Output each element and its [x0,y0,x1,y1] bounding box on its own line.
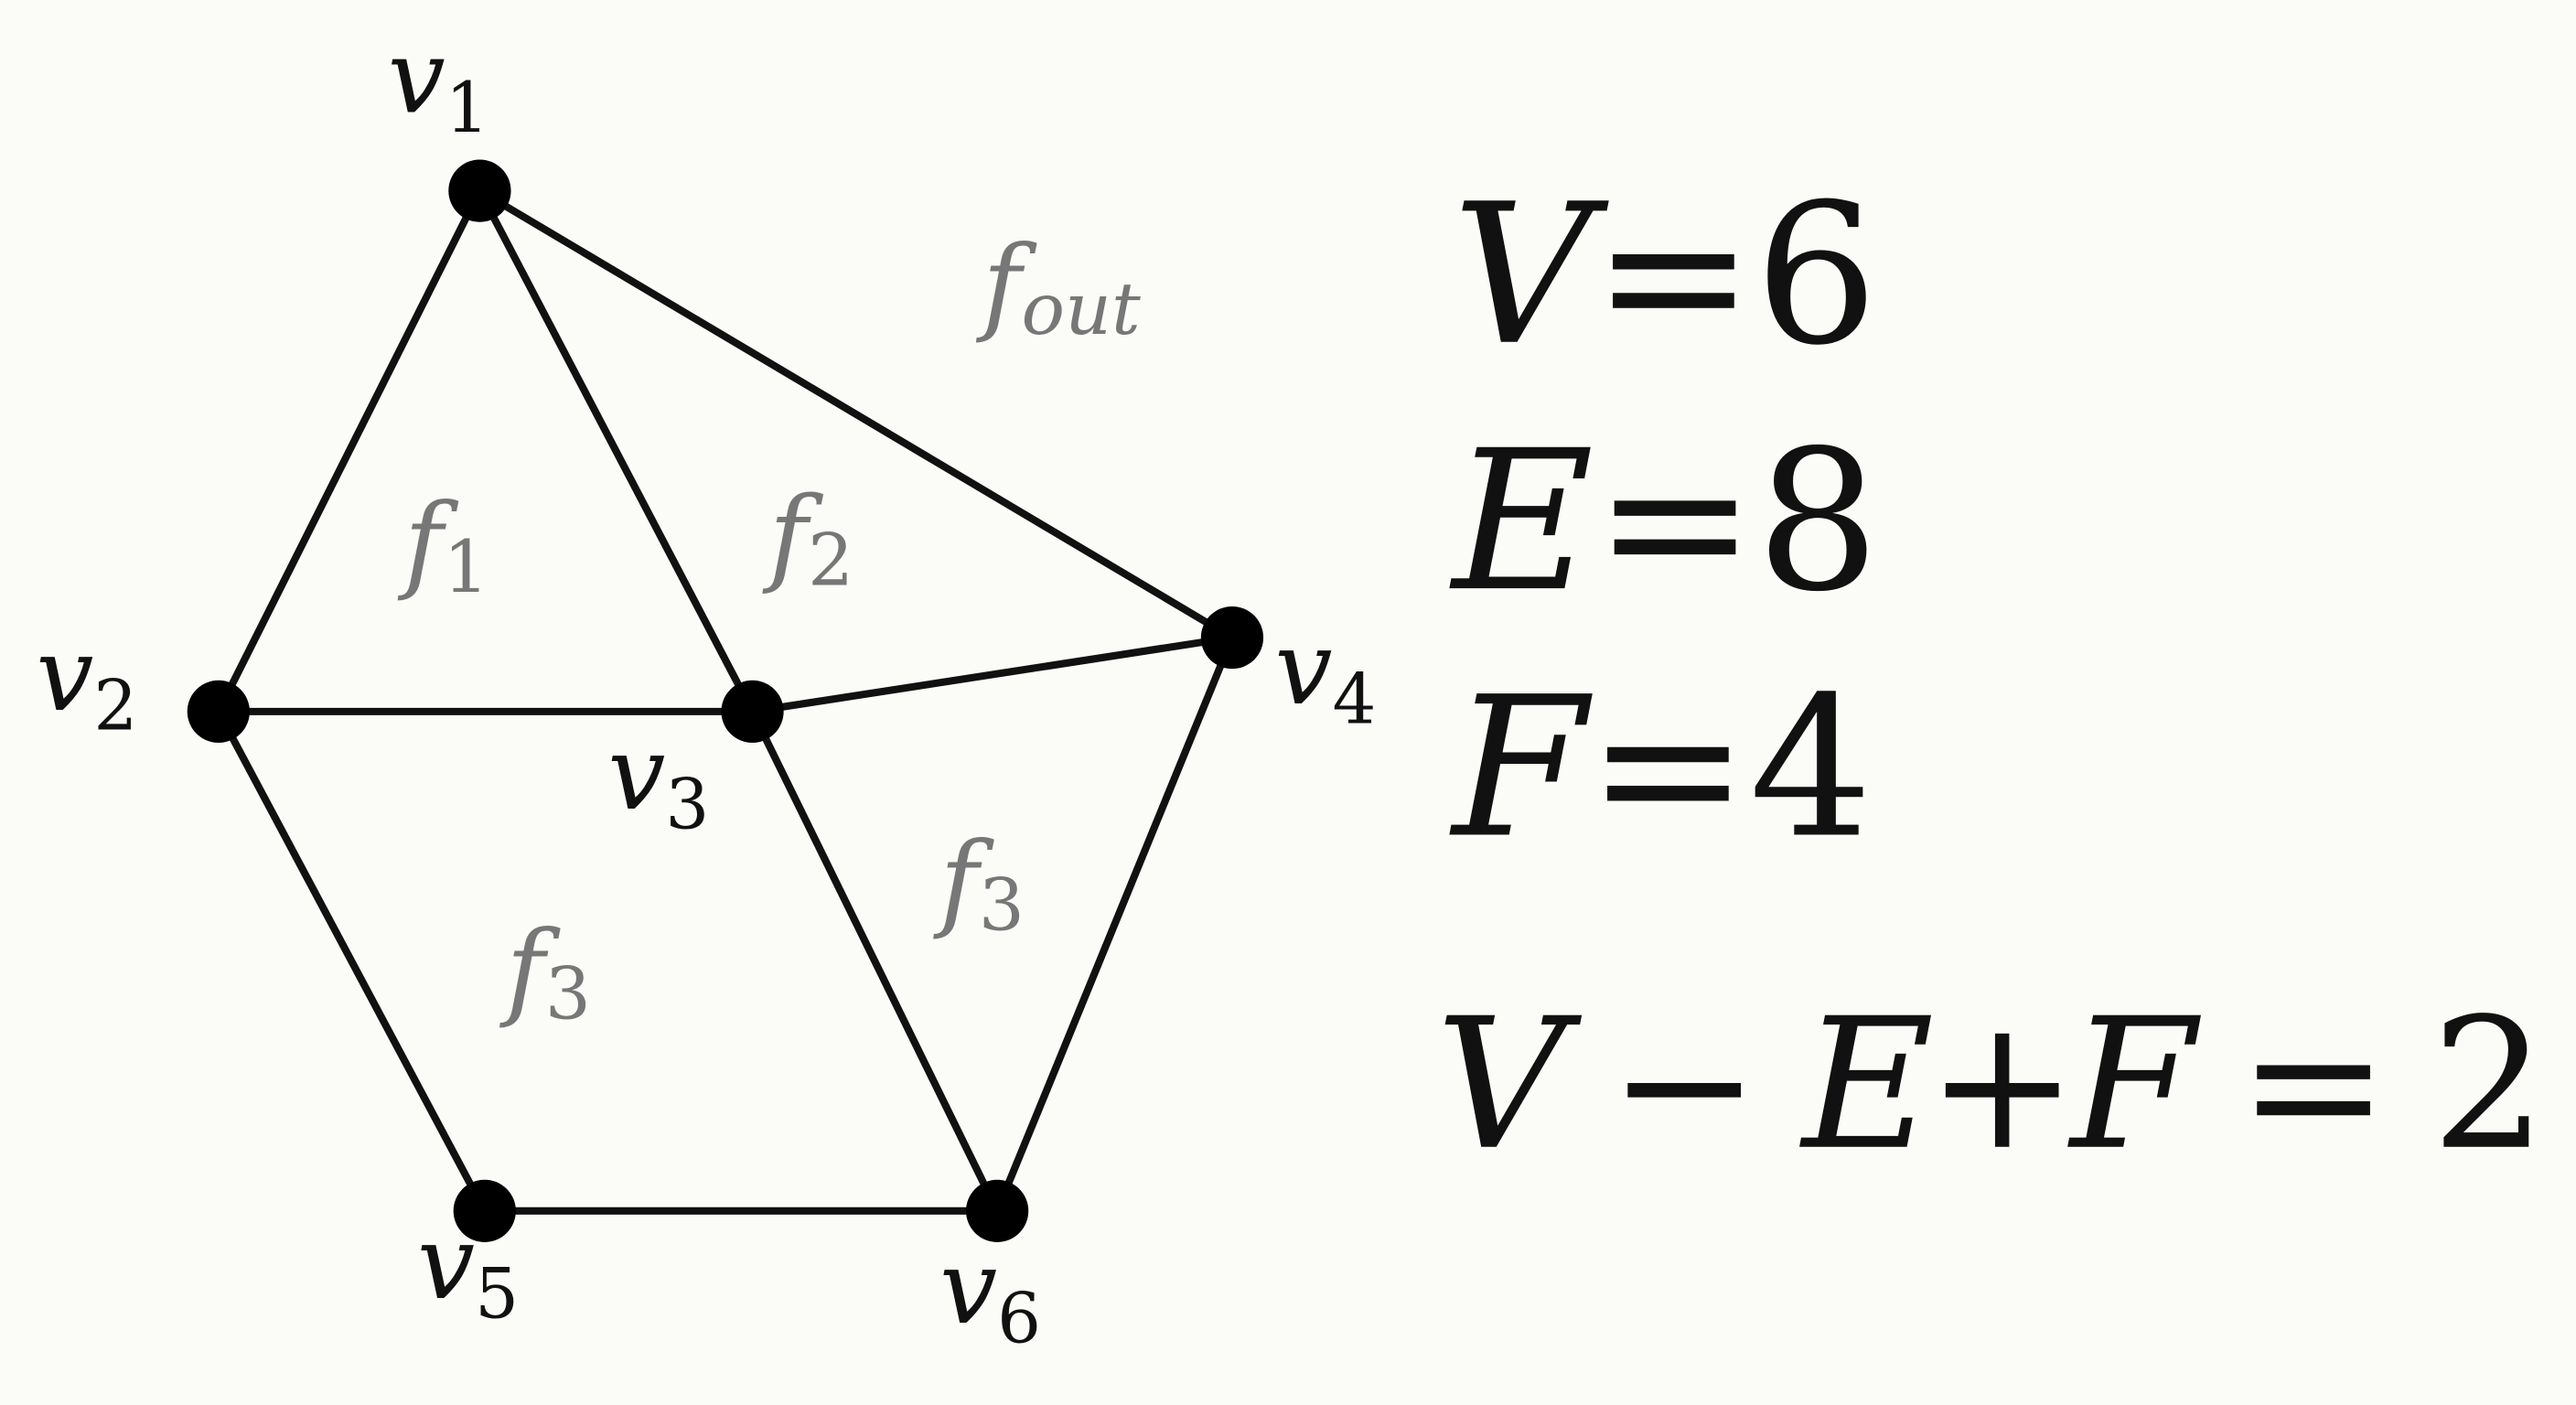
face-label-f1: f1 [397,481,489,608]
vertex-label-v6: v6 [939,1229,1041,1359]
vertex-v3 [721,680,784,743]
face-label-f2: f2 [761,475,853,602]
edge-v3-v6 [748,710,1001,1213]
vertex-label-v4: v4 [1275,610,1377,740]
face-count-equation: F=4 [1449,655,1873,881]
edge-v3-v4 [751,634,1233,715]
vertex-v6 [966,1179,1029,1242]
euler-formula: V − E+F = 2 [1436,980,2547,1190]
vertex-count-equation: V=6 [1453,162,1878,388]
vertex-v1 [448,159,511,222]
vertex-label-v2: v2 [37,617,138,746]
vertex-label-v5: v5 [417,1205,519,1335]
edges [215,188,1236,1215]
vertex-label-v3: v3 [607,715,709,845]
face-label-f3-left: f3 [499,908,591,1035]
vertex-v2 [187,680,250,743]
edge-v2-v5 [215,709,488,1213]
vertices [187,159,1264,1242]
edge-v1-v4 [478,188,1235,641]
edge-v1-v3 [476,188,757,713]
vertex-label-v1: v1 [388,18,489,148]
vertex-v4 [1200,606,1264,670]
face-label-fout: fout [975,223,1141,350]
edge-v1-v2 [215,188,484,713]
vertex-v5 [453,1179,516,1242]
edge-v4-v6 [993,636,1236,1213]
face-label-f3-right: f3 [932,820,1025,947]
edge-count-equation: E=8 [1449,408,1880,634]
